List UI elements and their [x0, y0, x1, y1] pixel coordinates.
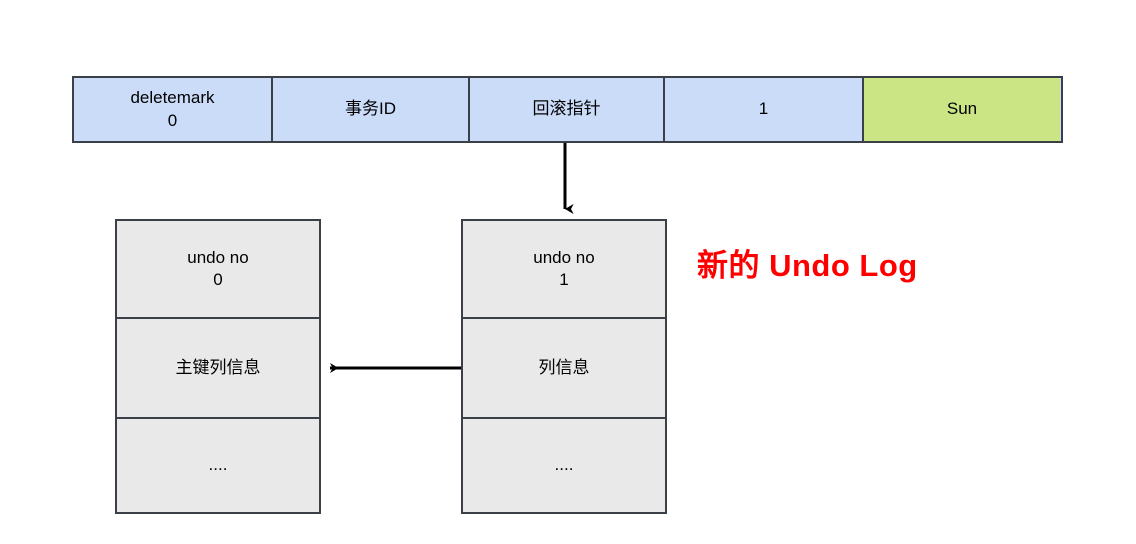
old-undo-log-segment-ellipsis: .... — [117, 419, 319, 511]
new-undo-log-segment-ellipsis: .... — [463, 419, 665, 511]
old-undo-log-box: undo no 0 主键列信息 .... — [115, 219, 321, 514]
old-undo-log-segment-undo-no: undo no 0 — [117, 221, 319, 319]
new-undo-log-annotation: 新的 Undo Log — [697, 248, 918, 283]
record-cell-value-1: 1 — [665, 78, 864, 141]
new-undo-log-box: undo no 1 列信息 .... — [461, 219, 667, 514]
record-cell-rollback-pointer: 回滚指针 — [470, 78, 665, 141]
record-row: deletemark 0 事务ID 回滚指针 1 Sun — [72, 76, 1063, 143]
record-cell-transaction-id: 事务ID — [273, 78, 470, 141]
record-cell-deletemark: deletemark 0 — [74, 78, 273, 141]
record-cell-sun: Sun — [864, 78, 1060, 141]
old-undo-log-segment-primary-key-columns: 主键列信息 — [117, 319, 319, 419]
new-undo-log-segment-columns: 列信息 — [463, 319, 665, 419]
new-undo-log-segment-undo-no: undo no 1 — [463, 221, 665, 319]
